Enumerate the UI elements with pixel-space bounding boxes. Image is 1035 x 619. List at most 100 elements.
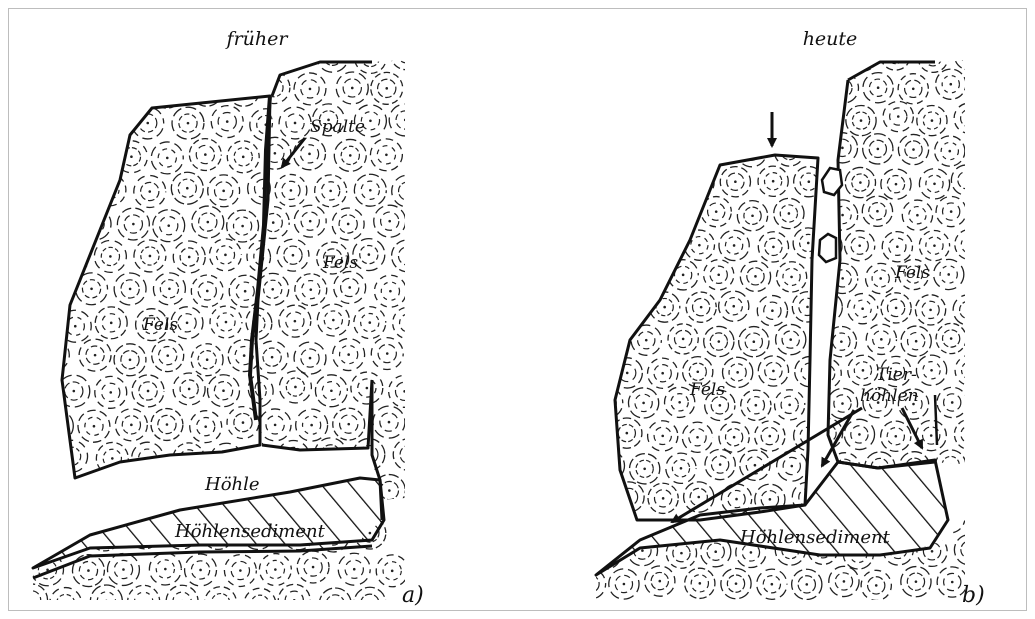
rock-ring-inner [399, 182, 417, 200]
rock-dot [611, 341, 614, 344]
rock-dot [754, 275, 757, 278]
rock-dot [71, 257, 74, 260]
rock-ring-inner [601, 457, 618, 474]
rock-dot [968, 433, 971, 436]
rock-dot [626, 432, 629, 435]
rock-dot [843, 580, 846, 583]
rock-dot [188, 256, 191, 259]
rock-dot [642, 402, 645, 405]
rock-dot [858, 244, 861, 247]
rock-dot [895, 183, 898, 186]
rock-dot [206, 221, 209, 224]
rock-dot [825, 372, 828, 375]
rock-dot [261, 321, 264, 324]
rock-dot [968, 117, 971, 120]
rock-dot [94, 89, 97, 92]
rock-ring [50, 588, 82, 619]
rock-ring [205, 587, 237, 619]
rock-ring-inner [636, 269, 653, 286]
rock-ring-inner [46, 217, 64, 235]
rock-dot [53, 225, 56, 228]
rock-dot [369, 56, 372, 59]
rock-ring-inner [819, 109, 836, 126]
rock-dot [386, 352, 389, 355]
rock-dot [347, 353, 350, 356]
rock-dot [146, 122, 149, 125]
rock-dot [167, 224, 170, 227]
rock-dot [894, 54, 897, 57]
rock-ring-inner [285, 591, 303, 609]
rock-dot [768, 435, 771, 438]
rock-dot [168, 287, 171, 290]
rock-dot [788, 212, 791, 215]
rock-ring [173, 443, 205, 475]
rock-dot [806, 306, 809, 309]
rock-ring [277, 441, 309, 473]
rock-ring [79, 74, 111, 106]
rock-dot [788, 150, 791, 153]
rock-dot [875, 584, 878, 587]
rock-dot [734, 180, 737, 183]
rock-dot [915, 340, 918, 343]
rock-dot [388, 489, 391, 492]
rock-dot [308, 153, 311, 156]
rock-dot [130, 87, 133, 90]
rock-dot [949, 83, 952, 86]
rock-ring [951, 165, 981, 195]
rock-ring [612, 293, 642, 323]
rock-ring [666, 197, 696, 227]
rock-dot [206, 358, 209, 361]
rock-dot [968, 54, 971, 57]
rock-ring-inner [676, 142, 693, 159]
rock-dot [894, 435, 897, 438]
rock-ring [629, 201, 659, 231]
rock-ring-inner [48, 284, 66, 302]
rock-ring-inner [639, 139, 656, 156]
rock-ring [96, 109, 128, 141]
rock-dot [129, 288, 132, 291]
rock-dot [697, 496, 700, 499]
rock-ring-inner [690, 174, 707, 191]
rock-dot [93, 425, 96, 428]
rock-ring [651, 166, 681, 196]
rock-dot [271, 288, 274, 291]
rock-dot [94, 223, 97, 226]
rock-dot [718, 340, 721, 343]
rock-ring-inner [619, 237, 636, 254]
rock-dot [658, 580, 661, 583]
rock-dot [769, 498, 772, 501]
rock-dot [840, 340, 843, 343]
rock-ring-inner [961, 426, 978, 443]
rock-dot [105, 600, 108, 603]
rock-dot [950, 337, 953, 340]
rock-dot [931, 119, 934, 122]
rock-dot [256, 51, 259, 54]
rock-ring-inner [56, 594, 74, 612]
rock-dot [129, 358, 132, 361]
rock-ring [954, 40, 984, 70]
rock-ring-inner [709, 140, 726, 157]
rock-dot [52, 155, 55, 158]
rock-dot [665, 180, 668, 183]
rock-dot [895, 307, 898, 310]
rock-ring [650, 229, 680, 259]
rock-ring [597, 133, 627, 163]
rock-ring [228, 74, 260, 106]
rock-ring [392, 240, 424, 272]
rock-dot [408, 453, 411, 456]
rock-dot [862, 369, 865, 372]
rock-dot [388, 220, 391, 223]
rock-dot [109, 255, 112, 258]
rock-ring-inner [248, 449, 266, 467]
rock-dot [733, 436, 736, 439]
rock-ring-inner [942, 456, 959, 473]
rock-dot [897, 115, 900, 118]
rock-dot [947, 273, 950, 276]
rock-dot [607, 274, 610, 277]
burrow-arrow-3 [902, 408, 922, 448]
rock-ring [880, 40, 910, 70]
rock-ring [76, 141, 108, 173]
rock-dot [330, 389, 333, 392]
rock-dot [199, 569, 202, 572]
rock-dot [271, 356, 274, 359]
